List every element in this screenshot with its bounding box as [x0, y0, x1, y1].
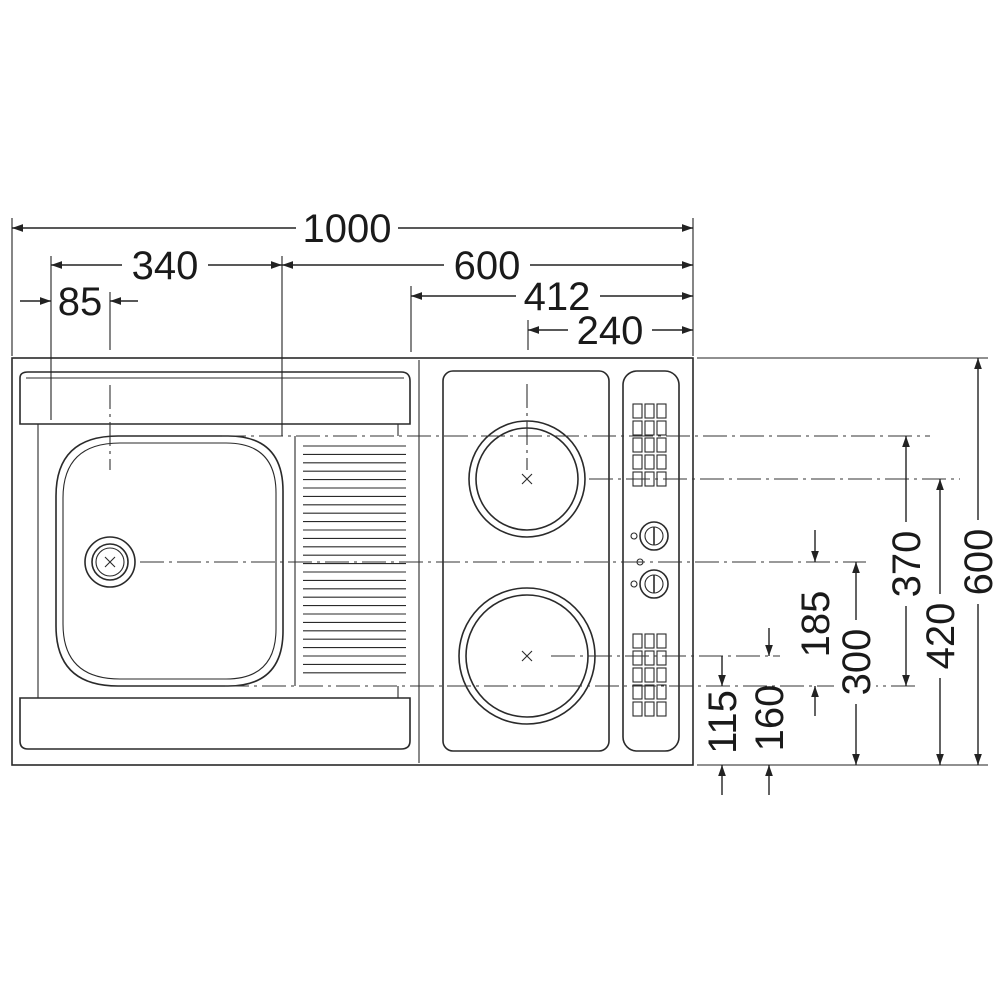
vent-slot — [644, 650, 655, 666]
sink-section — [19, 371, 411, 750]
vent-slot — [632, 633, 643, 649]
vent-slot — [656, 633, 667, 649]
label-600-horizontal: 600 — [454, 244, 521, 288]
vent-slot — [656, 437, 667, 453]
vent-slot — [644, 437, 655, 453]
label-370: 370 — [885, 531, 929, 598]
vent-slot — [644, 633, 655, 649]
vent-slot — [632, 420, 643, 436]
label-300: 300 — [835, 629, 879, 696]
vent-slot — [644, 420, 655, 436]
vent-slot — [632, 684, 643, 700]
drainer-grooves — [303, 445, 406, 674]
vent-slot — [632, 650, 643, 666]
vent-slot — [656, 650, 667, 666]
vent-slot — [656, 420, 667, 436]
label-185: 185 — [794, 591, 838, 658]
label-1000: 1000 — [303, 207, 392, 251]
vent-slot — [656, 667, 667, 683]
vent-grille-upper — [632, 403, 667, 487]
vent-slot — [632, 667, 643, 683]
control-knob-upper — [630, 521, 669, 551]
label-160: 160 — [748, 685, 792, 752]
sink-bowl — [55, 435, 284, 687]
vent-slot — [644, 403, 655, 419]
label-420: 420 — [919, 603, 963, 670]
vent-slot — [632, 437, 643, 453]
vent-slot — [656, 403, 667, 419]
dimension-labels: 1000 340 600 85 412 240 600 420 370 300 … — [58, 206, 1000, 754]
vent-slot — [656, 454, 667, 470]
label-340: 340 — [132, 244, 199, 288]
label-115: 115 — [701, 690, 745, 754]
hob-section — [442, 370, 610, 752]
control-knob-lower — [630, 569, 669, 599]
label-600-vertical: 600 — [957, 529, 1000, 596]
vent-slot — [656, 684, 667, 700]
vent-slot — [644, 701, 655, 717]
label-85: 85 — [58, 280, 103, 324]
vent-slot — [644, 667, 655, 683]
centerlines — [109, 384, 960, 687]
drain-icon — [84, 536, 136, 588]
vent-slot — [644, 454, 655, 470]
vent-slot — [632, 403, 643, 419]
vent-slot — [632, 454, 643, 470]
vent-grille-lower — [632, 633, 667, 717]
control-panel — [622, 370, 680, 752]
vent-slot — [644, 684, 655, 700]
vent-slot — [656, 701, 667, 717]
vent-slot — [632, 701, 643, 717]
label-240: 240 — [577, 309, 644, 353]
